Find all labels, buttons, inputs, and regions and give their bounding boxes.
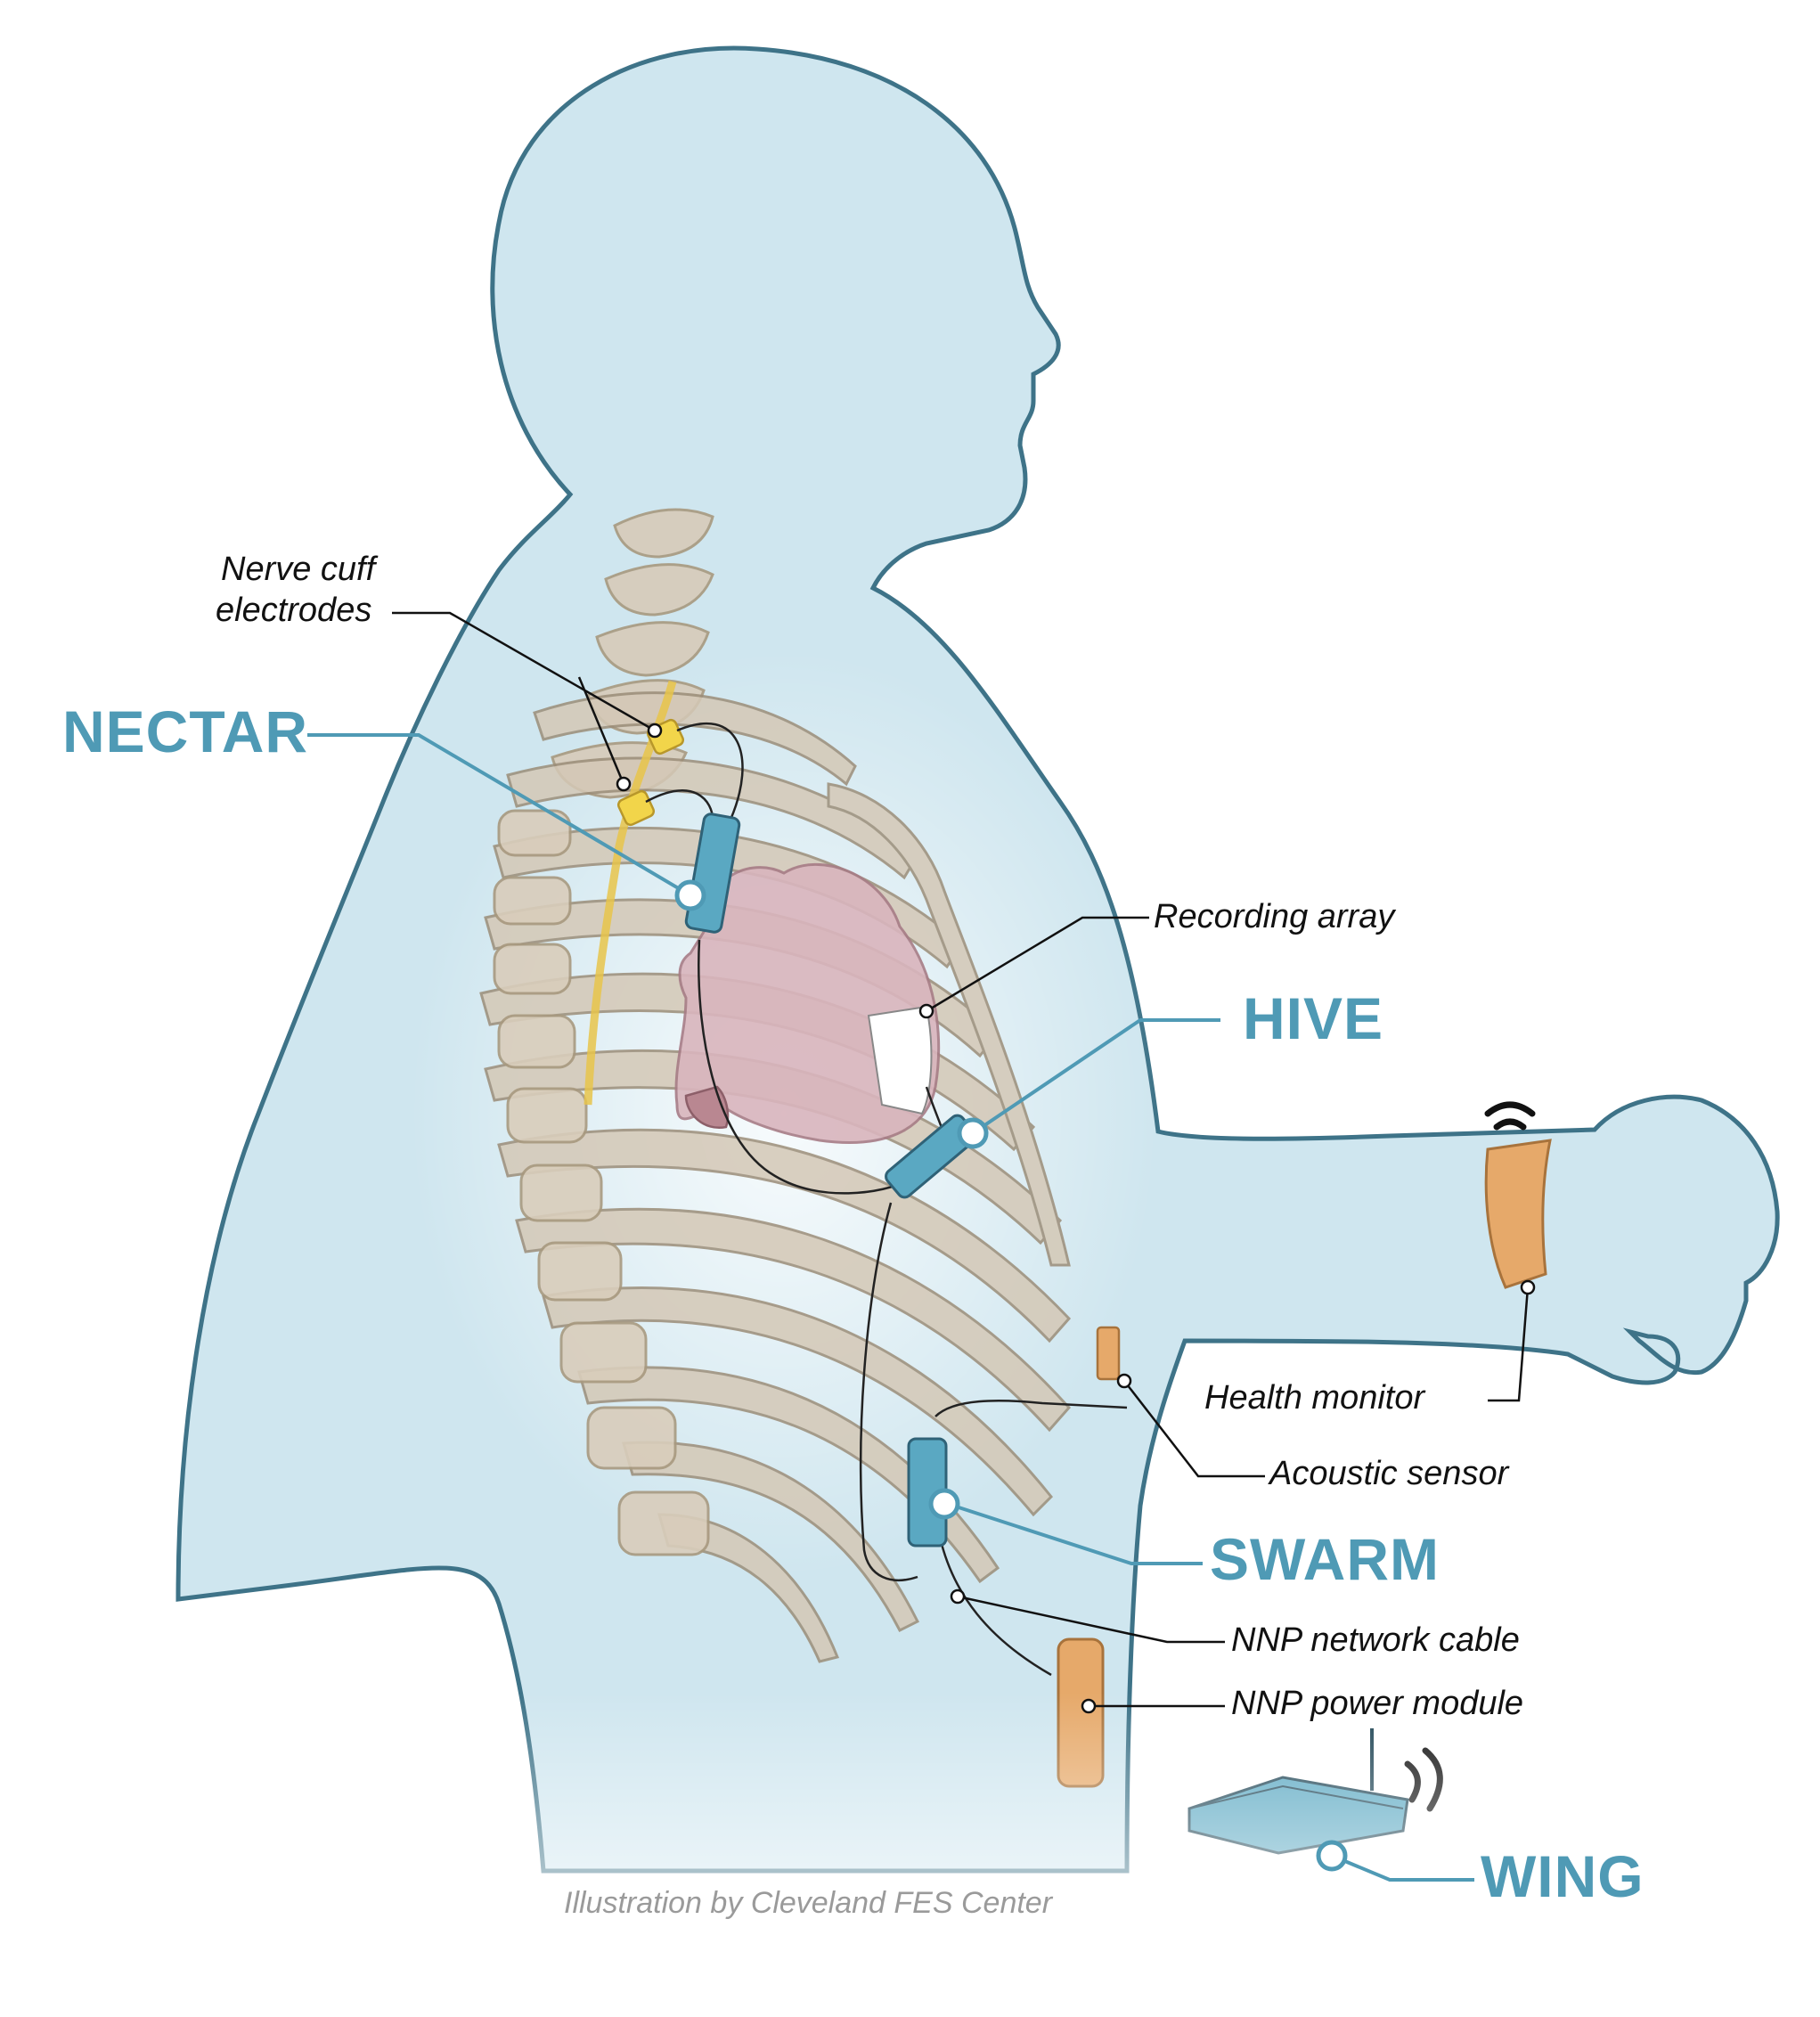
label-hive: HIVE — [1243, 985, 1384, 1051]
label-nerve-cuff-2: electrodes — [216, 592, 372, 629]
lead-wires — [645, 722, 1128, 1677]
device-leader-lines — [307, 733, 1474, 1882]
label-health-monitor: Health monitor — [1204, 1379, 1425, 1417]
illustration-credit: Illustration by Cleveland FES Center — [564, 1886, 1053, 1920]
thoracic-spine — [493, 809, 710, 1556]
label-recording-array: Recording array — [1154, 898, 1395, 935]
label-swarm: SWARM — [1210, 1526, 1440, 1592]
wrist-wifi-icon — [1484, 1101, 1536, 1131]
label-nectar: NECTAR — [62, 698, 309, 764]
label-nerve-cuff-1: Nerve cuff — [221, 551, 376, 588]
label-acoustic-sensor: Acoustic sensor — [1269, 1455, 1509, 1492]
acoustic-sensor-device — [1096, 1326, 1121, 1381]
label-wing: WING — [1481, 1843, 1645, 1909]
health-monitor-band — [1484, 1139, 1552, 1289]
label-power-module: NNP power module — [1231, 1685, 1524, 1722]
heart — [674, 862, 941, 1144]
leader-lines — [392, 611, 1530, 1708]
label-network-cable: NNP network cable — [1231, 1621, 1520, 1659]
